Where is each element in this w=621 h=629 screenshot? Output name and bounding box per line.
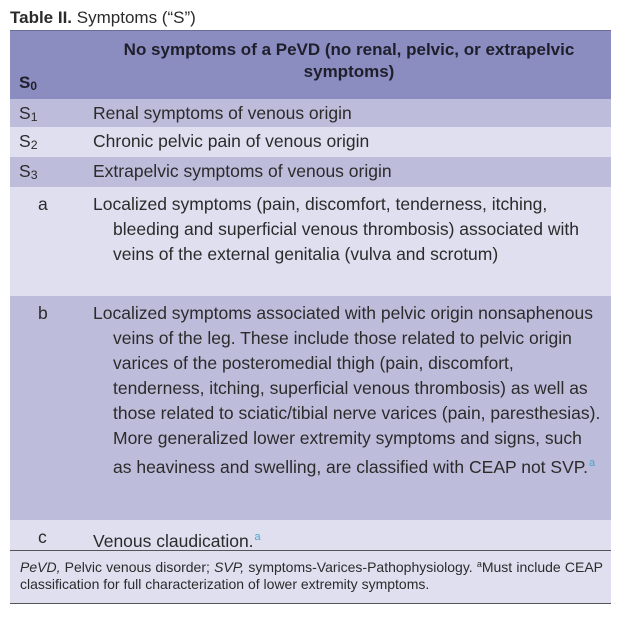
row-code: b <box>38 303 48 323</box>
footnote-marker: a <box>476 559 482 569</box>
row-text: Renal symptoms of venous origin <box>93 103 352 123</box>
table-footnote: PeVD, Pelvic venous disorder; SVP, sympt… <box>10 550 611 604</box>
row-code: c <box>38 527 47 547</box>
table-row: S3 Extrapelvic symptoms of venous origin <box>10 157 611 187</box>
row-text: Venous claudication.a <box>93 531 261 551</box>
abbr-term: SVP, <box>214 559 245 575</box>
row-text: Chronic pelvic pain of venous origin <box>93 131 370 151</box>
table-row: S2 Chronic pelvic pain of venous origin <box>10 127 611 157</box>
table-row: b Localized symptoms associated with pel… <box>10 296 611 520</box>
row-text: Localized symptoms associated with pelvi… <box>93 303 601 477</box>
abbr-term: PeVD, <box>20 559 61 575</box>
row-text: Extrapelvic symptoms of venous origin <box>93 161 392 181</box>
table-row: c Venous claudication.a <box>10 520 611 551</box>
table-label: Table II. <box>10 8 73 27</box>
table-caption: Table II. Symptoms (“S”) <box>10 6 611 30</box>
row-code: S2 <box>19 131 38 152</box>
footnote-text: Must include CEAP classification for ful… <box>20 559 604 592</box>
table-row: S1 Renal symptoms of venous origin <box>10 99 611 127</box>
row-text: Localized symptoms (pain, discomfort, te… <box>93 194 579 264</box>
header-description: No symptoms of a PeVD (no renal, pelvic,… <box>123 40 575 81</box>
table-row: a Localized symptoms (pain, discomfort, … <box>10 187 611 296</box>
footnote-marker: a <box>254 531 261 543</box>
row-code: a <box>38 194 48 214</box>
row-code: S1 <box>19 103 38 124</box>
row-code: S3 <box>19 161 38 182</box>
table-title: Symptoms (“S”) <box>76 8 196 27</box>
footnote-marker: a <box>589 457 596 469</box>
